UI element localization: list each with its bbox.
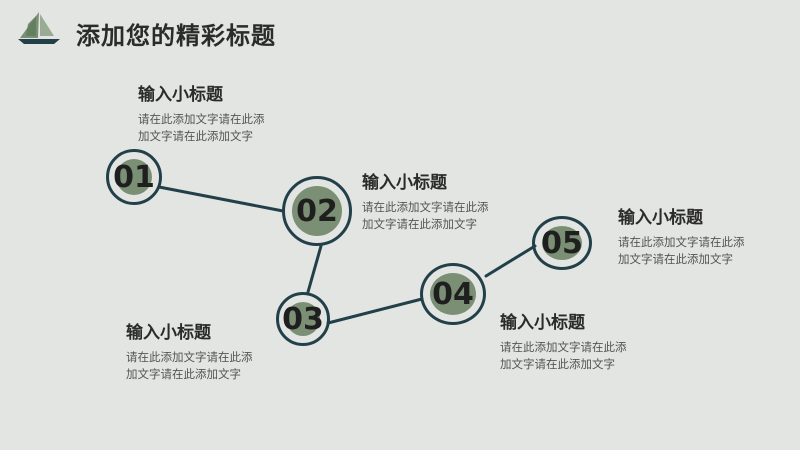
connector-04-05 [484, 244, 537, 278]
node-fill [286, 302, 320, 336]
connector-03-04 [326, 297, 424, 325]
step-card-03: 输入小标题 请在此添加文字请在此添 加文字请在此添加文字 [126, 318, 286, 383]
step-card-02: 输入小标题 请在此添加文字请在此添 加文字请在此添加文字 [362, 168, 522, 233]
step-description: 请在此添加文字请在此添 加文字请在此添加文字 [362, 200, 489, 231]
step-card-04: 输入小标题 请在此添加文字请在此添 加文字请在此添加文字 [500, 308, 660, 373]
step-description: 请在此添加文字请在此添 加文字请在此添加文字 [500, 340, 627, 371]
step-number: 05 [541, 225, 583, 261]
step-node-04: 04 [420, 263, 486, 325]
node-fill [116, 159, 152, 195]
step-number: 03 [282, 301, 324, 337]
step-subtitle: 输入小标题 [362, 173, 447, 193]
connector-02-03 [306, 244, 323, 294]
step-subtitle: 输入小标题 [618, 208, 703, 228]
connector-01-02 [157, 185, 285, 213]
step-number: 02 [296, 193, 338, 229]
step-number: 04 [432, 276, 474, 312]
step-card-05: 输入小标题 请在此添加文字请在此添 加文字请在此添加文字 [618, 203, 778, 268]
step-node-03: 03 [276, 292, 330, 346]
node-fill [430, 273, 476, 315]
step-subtitle: 输入小标题 [126, 323, 211, 343]
step-node-05: 05 [532, 216, 592, 270]
step-subtitle: 输入小标题 [138, 85, 223, 105]
step-description: 请在此添加文字请在此添 加文字请在此添加文字 [138, 112, 265, 143]
step-description: 请在此添加文字请在此添 加文字请在此添加文字 [126, 350, 253, 381]
step-node-02: 02 [282, 176, 352, 246]
step-number: 01 [113, 159, 155, 195]
step-description: 请在此添加文字请在此添 加文字请在此添加文字 [618, 235, 745, 266]
step-subtitle: 输入小标题 [500, 313, 585, 333]
step-card-01: 输入小标题 请在此添加文字请在此添 加文字请在此添加文字 [138, 80, 298, 145]
node-fill [542, 226, 582, 260]
step-node-01: 01 [106, 149, 162, 205]
page-title: 添加您的精彩标题 [76, 22, 276, 50]
sailboat-logo-icon [18, 12, 60, 44]
node-fill [292, 186, 342, 236]
